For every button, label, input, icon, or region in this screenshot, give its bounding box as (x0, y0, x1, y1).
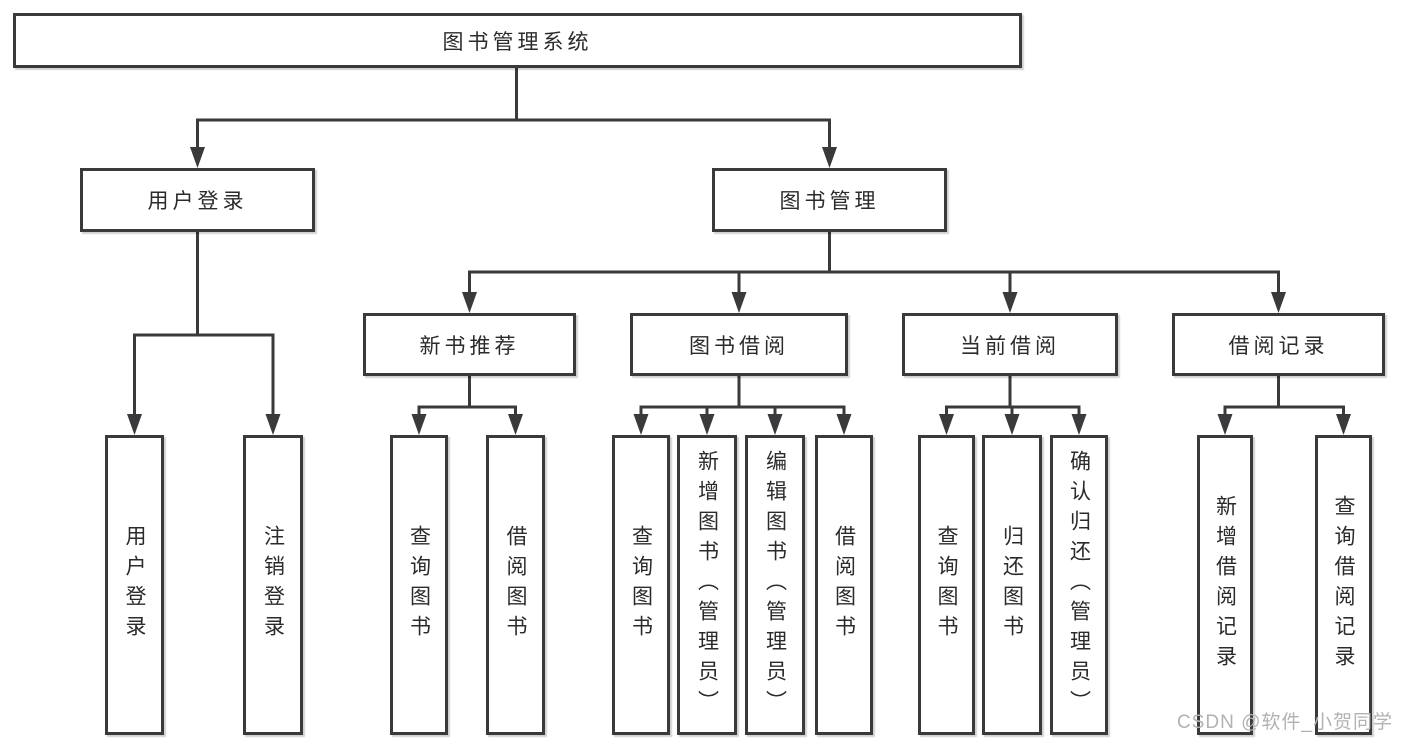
node-current-borrow-label: 当前借阅 (960, 334, 1060, 358)
leaf-newbook-borrow-books: 借阅图书 (486, 435, 545, 735)
leaf-newbook-borrow-books-label: 借阅图书 (504, 525, 527, 645)
node-root: 图书管理系统 (13, 13, 1022, 68)
leaf-borrow-edit-books-admin: 编辑图书（管理员） (745, 435, 805, 735)
leaf-current-return-books: 归还图书 (982, 435, 1042, 735)
leaf-newbook-query-books-label: 查询图书 (407, 525, 431, 645)
leaf-borrow-query-books-label: 查询图书 (629, 525, 653, 645)
leaf-current-query-books: 查询图书 (918, 435, 975, 735)
node-borrow-records: 借阅记录 (1172, 313, 1385, 376)
leaf-current-query-books-label: 查询图书 (935, 525, 958, 645)
leaf-current-confirm-return-admin: 确认归还（管理员） (1050, 435, 1108, 735)
node-borrow-records-label: 借阅记录 (1228, 334, 1329, 358)
node-book-borrow-label: 图书借阅 (689, 334, 789, 358)
leaf-user-login-label: 用户登录 (123, 525, 146, 645)
node-current-borrow: 当前借阅 (902, 313, 1118, 376)
leaf-newbook-query-books: 查询图书 (390, 435, 448, 735)
node-user-login-label: 用户登录 (147, 190, 248, 213)
leaf-current-confirm-return-admin-label: 确认归还（管理员） (1067, 450, 1091, 720)
node-root-label: 图书管理系统 (442, 30, 593, 54)
leaf-borrow-add-books-admin-label: 新增图书（管理员） (695, 450, 719, 720)
leaf-records-query-record-label: 查询借阅记录 (1332, 495, 1355, 675)
leaf-records-add-record: 新增借阅记录 (1197, 435, 1253, 735)
node-user-login: 用户登录 (80, 168, 315, 232)
node-book-management: 图书管理 (712, 168, 947, 232)
node-book-borrow: 图书借阅 (630, 313, 848, 376)
node-book-management-label: 图书管理 (779, 190, 880, 213)
leaf-logout: 注销登录 (243, 435, 303, 735)
leaf-records-add-record-label: 新增借阅记录 (1213, 495, 1237, 675)
leaf-records-query-record: 查询借阅记录 (1315, 435, 1372, 735)
leaf-borrow-add-books-admin: 新增图书（管理员） (677, 435, 737, 735)
node-new-book-recommend: 新书推荐 (363, 313, 576, 376)
leaf-current-return-books-label: 归还图书 (1000, 525, 1024, 645)
leaf-user-login: 用户登录 (105, 435, 164, 735)
leaf-logout-label: 注销登录 (261, 525, 285, 645)
leaf-borrow-query-books: 查询图书 (612, 435, 670, 735)
leaf-borrow-borrow-books: 借阅图书 (815, 435, 873, 735)
watermark: CSDN @软件_小贺同学 (1177, 712, 1393, 733)
node-new-book-recommend-label: 新书推荐 (419, 334, 520, 358)
leaf-borrow-borrow-books-label: 借阅图书 (832, 525, 856, 645)
leaf-borrow-edit-books-admin-label: 编辑图书（管理员） (763, 450, 787, 720)
arrowheads (127, 147, 1351, 435)
